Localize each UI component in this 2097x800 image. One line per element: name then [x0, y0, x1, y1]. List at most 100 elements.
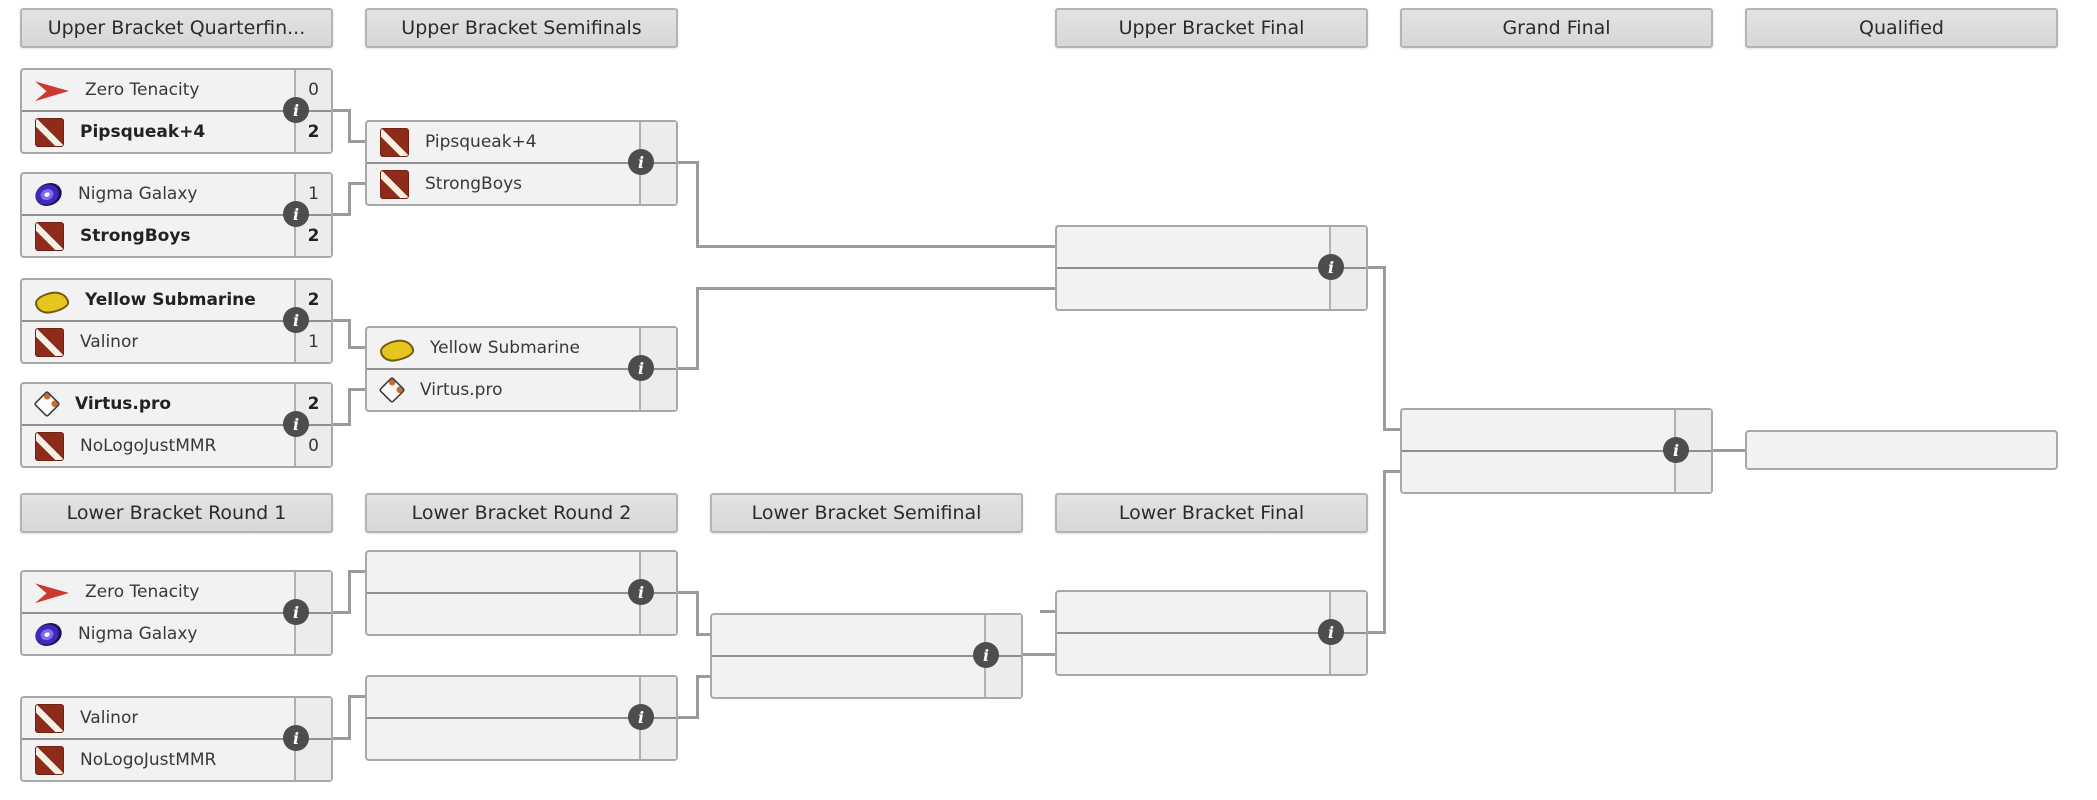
team-score	[1329, 227, 1366, 267]
bracket-connector-v	[696, 161, 699, 248]
bracket-connector-h	[1368, 266, 1385, 269]
bracket-connector-h	[678, 716, 698, 719]
team-name: Yellow Submarine	[430, 338, 581, 358]
match-ub-quarterfinal-4: Virtus.pro 2 NoLogoJustMMR 0 i	[20, 382, 333, 468]
bracket-connector-v	[696, 675, 699, 719]
bracket-connector-h	[1384, 470, 1400, 473]
team-row[interactable]: Zero Tenacity 0	[22, 70, 331, 110]
bracket-connector-h	[349, 388, 365, 391]
bracket-connector-v	[696, 591, 699, 636]
bracket-connector-h	[697, 245, 1055, 248]
info-icon[interactable]: i	[283, 201, 309, 227]
bracket-connector-h	[1023, 653, 1055, 656]
match-lb-round2-2: i	[365, 675, 678, 761]
dota-default-logo-icon	[35, 327, 64, 357]
bracket-connector-h	[697, 287, 1055, 290]
team-row[interactable]: Yellow Submarine 2	[22, 280, 331, 320]
info-icon[interactable]: i	[628, 704, 654, 730]
bracket-connector-h	[697, 675, 710, 678]
info-icon[interactable]: i	[283, 599, 309, 625]
info-icon[interactable]: i	[628, 355, 654, 381]
team-name: Valinor	[80, 332, 139, 352]
match-ub-quarterfinal-3: Yellow Submarine 2 Valinor 1 i	[20, 278, 333, 364]
header-lower-bracket-round-1: Lower Bracket Round 1	[20, 493, 333, 533]
bracket-connector-h	[349, 346, 365, 349]
bracket-connector-v	[348, 319, 351, 349]
info-icon[interactable]: i	[283, 725, 309, 751]
match-ub-final: i	[1055, 225, 1368, 311]
match-ub-semifinal-1: Pipsqueak+4 StrongBoys i	[365, 120, 678, 206]
bracket-connector-v	[348, 109, 351, 143]
info-icon[interactable]: i	[973, 642, 999, 668]
team-name: NoLogoJustMMR	[80, 750, 217, 770]
team-name: Virtus.pro	[420, 380, 503, 400]
team-row[interactable]: StrongBoys	[367, 162, 676, 204]
dota-default-logo-icon	[35, 703, 64, 733]
team-row	[1057, 227, 1366, 267]
info-icon[interactable]: i	[628, 149, 654, 175]
bracket-connector-h	[1713, 449, 1745, 452]
info-icon[interactable]: i	[283, 97, 309, 123]
info-icon[interactable]: i	[283, 411, 309, 437]
team-row[interactable]: Pipsqueak+4	[367, 122, 676, 162]
info-icon[interactable]: i	[1663, 437, 1689, 463]
match-lb-semifinal: i	[710, 613, 1023, 699]
bracket-connector-h	[333, 611, 349, 614]
virtus-pro-logo-icon	[33, 390, 61, 418]
match-lb-round2-1: i	[365, 550, 678, 636]
match-lb-round1-2: Valinor NoLogoJustMMR i	[20, 696, 333, 782]
team-row[interactable]: Pipsqueak+4 2	[22, 110, 331, 152]
zero-tenacity-logo-icon	[35, 583, 69, 604]
bracket-connector-v	[348, 570, 351, 614]
info-icon[interactable]: i	[283, 307, 309, 333]
match-lb-round1-1: Zero Tenacity Nigma Galaxy i	[20, 570, 333, 656]
team-row[interactable]: NoLogoJustMMR	[22, 738, 331, 780]
bracket-connector-h	[349, 182, 365, 185]
bracket-connector-h	[349, 140, 365, 143]
dota-default-logo-icon	[35, 221, 64, 251]
team-row[interactable]: Virtus.pro 2	[22, 384, 331, 424]
match-ub-quarterfinal-1: Zero Tenacity 0 Pipsqueak+4 2 i	[20, 68, 333, 154]
header-lower-bracket-final: Lower Bracket Final	[1055, 493, 1368, 533]
header-upper-bracket-quarterfinals: Upper Bracket Quarterfin...	[20, 8, 333, 48]
bracket-connector-h	[333, 213, 349, 216]
info-icon[interactable]: i	[628, 579, 654, 605]
team-name: Nigma Galaxy	[78, 624, 198, 644]
info-icon[interactable]: i	[1318, 254, 1344, 280]
team-name: StrongBoys	[425, 174, 523, 194]
header-qualified: Qualified	[1745, 8, 2058, 48]
team-name: Valinor	[80, 708, 139, 728]
bracket-connector-v	[348, 695, 351, 740]
dota-default-logo-icon	[35, 745, 64, 775]
bracket-connector-h	[349, 570, 365, 573]
dota-default-logo-icon	[35, 431, 64, 461]
bracket-connector-v	[1383, 470, 1386, 634]
info-icon[interactable]: i	[1318, 619, 1344, 645]
header-lower-bracket-round-2: Lower Bracket Round 2	[365, 493, 678, 533]
yellow-submarine-logo-icon	[33, 288, 71, 316]
bracket-connector-drop-in-stub	[1040, 610, 1055, 613]
virtus-pro-logo-icon	[378, 376, 406, 404]
bracket-connector-h	[333, 423, 349, 426]
bracket-connector-h	[678, 367, 698, 370]
bracket-connector-v	[1383, 266, 1386, 431]
zero-tenacity-logo-icon	[35, 81, 69, 102]
bracket-connector-h	[333, 737, 349, 740]
header-grand-final: Grand Final	[1400, 8, 1713, 48]
team-row[interactable]: Yellow Submarine	[367, 328, 676, 368]
team-name: Nigma Galaxy	[78, 184, 198, 204]
bracket-connector-h	[678, 591, 698, 594]
header-upper-bracket-final: Upper Bracket Final	[1055, 8, 1368, 48]
team-row[interactable]: Zero Tenacity	[22, 572, 331, 612]
match-grand-final: i	[1400, 408, 1713, 494]
bracket-connector-v	[696, 287, 699, 370]
bracket-connector-h	[678, 161, 698, 164]
nigma-galaxy-logo-icon	[31, 618, 66, 650]
team-name: Zero Tenacity	[85, 80, 200, 100]
bracket-connector-v	[348, 182, 351, 216]
team-name: Zero Tenacity	[85, 582, 200, 602]
bracket-connector-h	[1368, 631, 1385, 634]
bracket-connector-h	[1384, 428, 1400, 431]
team-name: Pipsqueak+4	[425, 132, 537, 152]
